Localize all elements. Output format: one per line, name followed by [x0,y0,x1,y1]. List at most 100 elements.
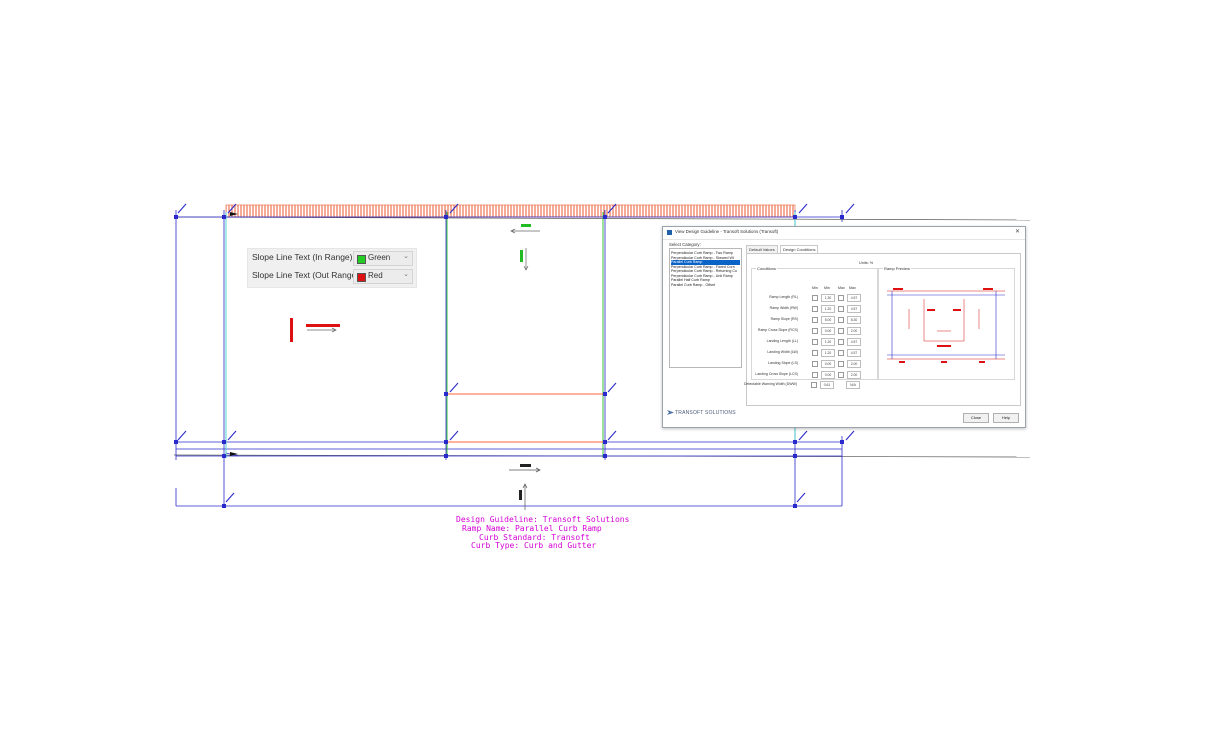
dialog-titlebar[interactable]: View Design Guideline - Transoft Solutio… [663,227,1025,240]
max-field[interactable]: 2.00 [847,359,861,368]
units-label: Units: % [859,261,874,265]
tab-design-conditions[interactable]: Design Conditions [780,245,819,254]
transoft-logo-text: TRANSOFT SOLUTIONS [675,410,736,416]
close-button[interactable]: Close [963,413,989,423]
design-conditions-panel: Units: % Conditions Min Min Max Max Ramp… [744,253,1021,406]
condition-label: Ramp Cross Slope (RCS) [757,328,798,332]
min-checkbox[interactable] [812,350,818,356]
max-field[interactable]: 4.57 [847,304,861,313]
max-field[interactable]: 8.30 [847,315,861,324]
min-checkbox[interactable] [811,382,817,388]
max-checkbox[interactable] [838,306,844,312]
category-item[interactable]: Parallel Curb Ramp - Offset [671,282,716,287]
category-item[interactable]: Perpendicular Curb Ramp - Unit Ramp [671,273,733,278]
slope-in-range-label: Slope Line Text (In Range) [252,252,353,262]
min-field[interactable]: 1.20 [821,304,835,313]
max-checkbox[interactable] [838,350,844,356]
condition-label: Detectable Warning Width (DWW) [744,382,797,386]
min-field[interactable]: 0.00 [821,326,835,335]
max-checkbox[interactable] [838,339,844,345]
ramp-preview-title: Ramp Preview [883,266,912,271]
min-field[interactable]: 1.20 [821,348,835,357]
condition-label: Ramp Slope (RS) [770,317,798,321]
max-checkbox[interactable] [838,328,844,334]
category-item[interactable]: Perpendicular Curb Ramp - Flared Corn [671,264,735,269]
color-swatch-red [357,273,366,282]
condition-label: Landing Cross Slope (LCS) [755,372,798,376]
category-item-selected[interactable]: Parallel Curb Ramp [671,260,740,265]
min-field[interactable]: 1.30 [821,293,835,302]
condition-label: Landing Length (LL) [766,339,798,343]
category-list[interactable]: Perpendicular Curb Ramp - Two Ramp Perpe… [669,248,742,368]
max-field[interactable]: 2.00 [847,370,861,379]
slope-legend-out-range-row: Slope Line Text (Out Range) Red ⌄ [248,268,416,286]
app-icon [667,230,672,235]
slope-in-range-color-value: Green [368,253,391,262]
tab-default-values[interactable]: Default Values [746,245,778,254]
min-checkbox[interactable] [812,295,818,301]
dialog-title: View Design Guideline - Transoft Solutio… [675,229,779,234]
condition-row-ramp-slope: Ramp Slope (RS) 5.00 8.30 [752,315,877,326]
category-item[interactable]: Perpendicular Curb Ramp - Two Ramp [671,251,733,255]
min-field[interactable]: 1.20 [821,337,835,346]
color-swatch-green [357,255,366,264]
min-checkbox[interactable] [812,317,818,323]
min-checkbox[interactable] [812,328,818,334]
ramp-bounds-green [446,212,604,458]
ramp-preview-group: Ramp Preview [878,266,1015,380]
annotation-curb-standard: Curb Standard: Transoft [479,533,590,542]
max-checkbox[interactable] [838,361,844,367]
column-header-max: Max [849,286,856,290]
category-item[interactable]: Perpendicular Curb Ramp - Skewed Wt [671,255,734,260]
ramp-preview-drawing [887,288,1005,363]
curb-hatch [225,204,796,218]
arrowhead-bottom [230,452,238,456]
slope-text-legend: Slope Line Text (In Range) Green ⌄ Slope… [247,248,417,288]
max-field[interactable]: 4.57 [847,293,861,302]
slope-in-range-color-select[interactable]: Green ⌄ [353,251,413,266]
max-field[interactable]: 4.57 [847,337,861,346]
chevron-down-icon: ⌄ [403,252,409,260]
slope-text-lower-2 [519,490,522,500]
min-field[interactable]: 5.00 [821,315,835,324]
dimension-ticks [174,215,844,508]
help-button[interactable]: Help [993,413,1019,423]
min-field[interactable]: 0.00 [821,359,835,368]
min-checkbox[interactable] [812,372,818,378]
max-field[interactable]: 4.57 [847,348,861,357]
condition-row-landing-width: Landing Width (LW) 1.20 4.57 [752,348,877,359]
min-field[interactable]: 0.61 [820,380,834,389]
view-design-guideline-dialog: View Design Guideline - Transoft Solutio… [662,226,1026,428]
slope-text-in-range-2 [520,250,523,262]
category-item[interactable]: Perpendicular Curb Ramp - Returning Cu [671,269,737,273]
transoft-logo-icon [667,410,674,415]
dimension-text-marks [177,203,855,503]
column-header-min-check: Min [812,286,818,290]
max-field[interactable]: 2.00 [847,326,861,335]
annotation-ramp-name: Ramp Name: Parallel Curb Ramp [462,524,602,533]
annotation-design-guideline: Design Guideline: Transoft Solutions [456,515,630,524]
slope-indicator-lower [509,467,541,510]
conditions-group-title: Conditions [756,266,777,271]
max-checkbox[interactable] [838,295,844,301]
slope-text-out-range-2 [290,318,293,342]
close-icon[interactable]: ✕ [1014,229,1020,235]
slope-indicator-in-range [510,228,540,271]
max-checkbox[interactable] [838,372,844,378]
condition-label: Ramp Length (RL) [769,295,798,299]
slope-out-range-color-select[interactable]: Red ⌄ [353,269,413,284]
min-field[interactable]: 0.00 [821,370,835,379]
annotation-curb-type: Curb Type: Curb and Gutter [471,541,597,550]
max-field[interactable]: N/A [846,380,860,389]
condition-row-landing-slope: Landing Slope (LS) 0.00 2.00 [752,359,877,370]
min-checkbox[interactable] [812,339,818,345]
conditions-group: Conditions Min Min Max Max Ramp Length (… [751,266,878,380]
min-checkbox[interactable] [812,361,818,367]
min-checkbox[interactable] [812,306,818,312]
category-item[interactable]: Parallel Half Curb Ramp [671,278,710,282]
max-checkbox[interactable] [838,317,844,323]
slope-indicator-out-range [307,327,337,333]
arrowhead-top [230,212,238,216]
slope-out-range-color-value: Red [368,271,383,280]
